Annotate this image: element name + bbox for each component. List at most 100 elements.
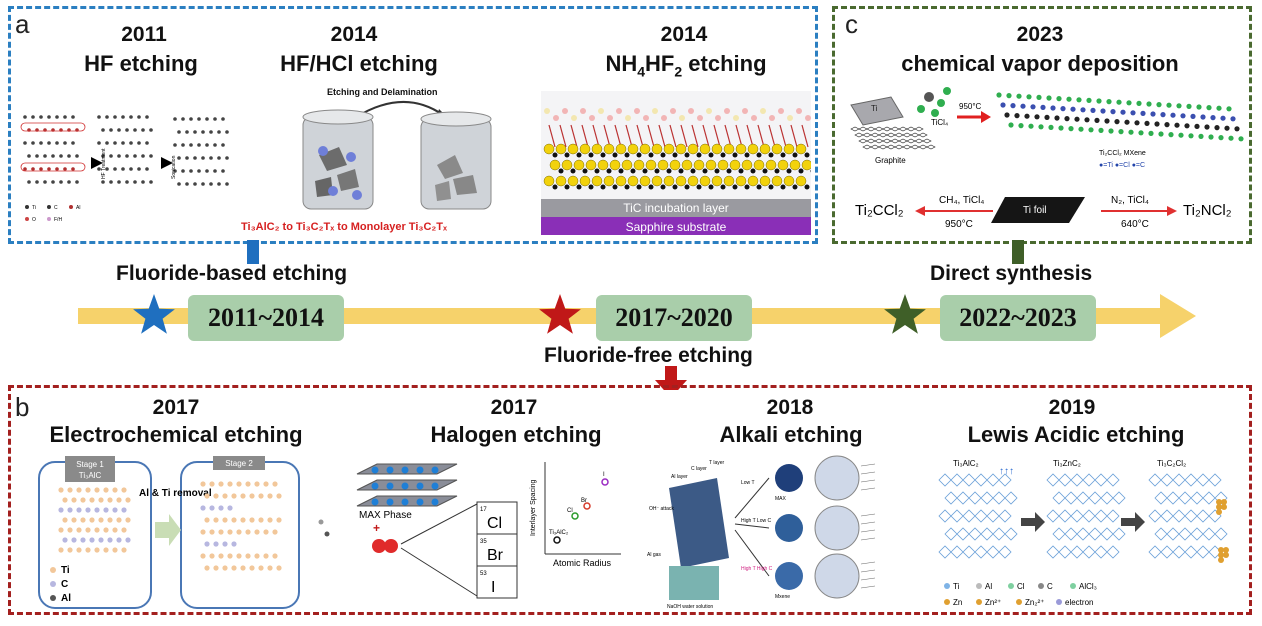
svg-text:Ti₃AlC₂: Ti₃AlC₂ <box>549 530 569 536</box>
arrow-icon <box>155 514 181 546</box>
fig2-caption: Etching and Delamination <box>327 87 438 97</box>
panel-letter-a: a <box>15 9 30 39</box>
svg-text:I: I <box>491 579 495 596</box>
svg-text:Mxene: Mxene <box>775 594 790 600</box>
svg-text:Al: Al <box>985 582 992 591</box>
panel-b-title-2: Halogen etching <box>430 422 602 447</box>
svg-text:Al layer: Al layer <box>671 474 688 480</box>
svg-text:950°C: 950°C <box>959 102 982 111</box>
panel-b-year-3: 2018 <box>766 396 814 419</box>
beakers-figure <box>302 100 492 210</box>
arrow-icon <box>91 157 103 169</box>
panel-letter-b: b <box>15 392 30 422</box>
svg-text:NaOH water solution: NaOH water solution <box>667 604 713 610</box>
arrow-icon <box>1121 512 1145 532</box>
svg-text:TiC incubation layer: TiC incubation layer <box>623 201 729 215</box>
panel-b-title-4: Lewis Acidic etching <box>967 422 1185 447</box>
panel-c: c 2023 chemical vapor deposition Ti Grap… <box>832 6 1252 244</box>
svg-text:Ti: Ti <box>871 104 878 113</box>
svg-text:MAX: MAX <box>775 496 787 502</box>
svg-text:Ti: Ti <box>32 205 36 211</box>
svg-text:Ti: Ti <box>953 582 960 591</box>
alkali-figure: OH⁻ attack Al gas NaOH water solution Al… <box>647 455 876 610</box>
panel-letter-c: c <box>845 9 858 39</box>
svg-text:Br: Br <box>487 547 504 564</box>
svg-text:35: 35 <box>480 539 487 545</box>
svg-text:I: I <box>603 472 605 478</box>
svg-text:53: 53 <box>480 571 487 577</box>
panel-b-title-1: Electrochemical etching <box>49 422 303 447</box>
svg-text:Al & Ti removal: Al & Ti removal <box>139 488 212 499</box>
svg-text:Ti₃ZnC₂: Ti₃ZnC₂ <box>1053 459 1081 468</box>
svg-text:Cl: Cl <box>567 508 573 514</box>
svg-text:electron: electron <box>1065 598 1093 607</box>
svg-text:Ti foil: Ti foil <box>1023 205 1047 216</box>
svg-text:Zn²⁺: Zn²⁺ <box>985 598 1001 607</box>
panel-b-year-1: 2017 <box>152 396 200 419</box>
svg-text:Ti: Ti <box>61 565 70 576</box>
svg-text:↑↑↑: ↑↑↑ <box>999 466 1014 477</box>
svg-text:Ti₂NCl₂: Ti₂NCl₂ <box>1183 202 1232 219</box>
panel-b-year-2: 2017 <box>490 396 538 419</box>
svg-text:O: O <box>32 217 36 223</box>
panel-b: b 2017 Electrochemical etching 2017 Halo… <box>8 385 1252 615</box>
panel-a-title-1: HF etching <box>84 51 198 76</box>
svg-text:Stage 1: Stage 1 <box>76 460 104 469</box>
timeline-arrowhead <box>1160 294 1196 338</box>
svg-text:C: C <box>54 205 58 211</box>
svg-text:MAX Phase: MAX Phase <box>359 510 412 521</box>
svg-text:Graphite: Graphite <box>875 156 906 165</box>
svg-text:Br: Br <box>581 498 587 504</box>
svg-text:Atomic Radius: Atomic Radius <box>553 558 612 568</box>
svg-text:Cl: Cl <box>487 515 502 532</box>
panel-b-title-3: Alkali etching <box>719 422 863 447</box>
svg-text:C: C <box>1047 582 1053 591</box>
panel-a: a 2011 HF etching 2014 HF/HCl etching 20… <box>8 6 818 244</box>
label-fluoride-based: Fluoride-based etching <box>116 262 348 285</box>
arrow-icon <box>161 157 173 169</box>
panel-a-title-2: HF/HCl etching <box>280 51 438 76</box>
panel-b-year-4: 2019 <box>1048 396 1096 419</box>
period-2022-2023: 2022~2023 <box>940 295 1096 341</box>
svg-text:17: 17 <box>480 507 487 513</box>
panel-c-title: chemical vapor deposition <box>901 51 1179 76</box>
svg-text:Ti₂CCl₂ MXene: Ti₂CCl₂ MXene <box>1099 150 1146 157</box>
svg-text:Zn₂²⁺: Zn₂²⁺ <box>1025 598 1044 607</box>
arrow-icon <box>1021 512 1045 532</box>
svg-text:950°C: 950°C <box>945 219 973 230</box>
svg-text:C: C <box>61 579 68 590</box>
svg-text:Al: Al <box>61 593 71 604</box>
lewis-acid-figure: Ti₃AlC₂ Ti₃ZnC₂ Ti₃C₂Cl₂ ↑↑↑ Ti Al Cl C … <box>938 459 1229 607</box>
svg-text:Ti₃C₂Cl₂: Ti₃C₂Cl₂ <box>1157 459 1186 468</box>
panel-a-year-3: 2014 <box>660 23 708 46</box>
svg-text:Sonication: Sonication <box>171 155 177 179</box>
svg-text:TiCl₄: TiCl₄ <box>931 118 948 127</box>
panel-a-year-2: 2014 <box>330 23 378 46</box>
svg-text:Zn: Zn <box>953 598 962 607</box>
hf-etching-figure: HF Treatment Sonication Ti C Al O F/H <box>20 115 229 223</box>
svg-text:Ti₂CCl₂: Ti₂CCl₂ <box>855 202 904 219</box>
panel-c-year: 2023 <box>1016 23 1064 46</box>
panel-a-title-3: NH4HF2 etching <box>605 51 767 80</box>
svg-text:●=Ti ●=Cl ●=C: ●=Ti ●=Cl ●=C <box>1099 162 1145 169</box>
svg-text:Cl: Cl <box>1017 582 1025 591</box>
svg-text:Al: Al <box>76 205 80 211</box>
svg-text:AlCl₃: AlCl₃ <box>1079 582 1097 591</box>
star-red-icon <box>539 294 581 334</box>
nh4hf2-structure-figure: TiC incubation layer Sapphire substrate <box>541 91 811 235</box>
star-blue-icon <box>133 294 175 334</box>
svg-text:OH⁻ attack: OH⁻ attack <box>649 506 674 512</box>
svg-text:Low T: Low T <box>741 480 755 486</box>
svg-text:N₂, TiCl₄: N₂, TiCl₄ <box>1111 195 1149 206</box>
cvd-figure: Ti Graphite TiCl₄ 950°C Ti₂CCl₂ MXene ●=… <box>850 87 1244 230</box>
electrochemical-figure: Stage 1 Ti₃AlC Stage 2 Al & Ti removal T… <box>38 456 330 609</box>
svg-text:Interlayer Spacing: Interlayer Spacing <box>530 479 537 536</box>
svg-text:C layer: C layer <box>691 466 707 472</box>
period-2017-2020: 2017~2020 <box>596 295 752 341</box>
svg-text:Stage 2: Stage 2 <box>225 459 253 468</box>
svg-text:+: + <box>373 521 380 535</box>
svg-text:640°C: 640°C <box>1121 219 1149 230</box>
svg-text:High T Low C: High T Low C <box>741 518 771 524</box>
svg-text:HF Treatment: HF Treatment <box>101 148 107 179</box>
